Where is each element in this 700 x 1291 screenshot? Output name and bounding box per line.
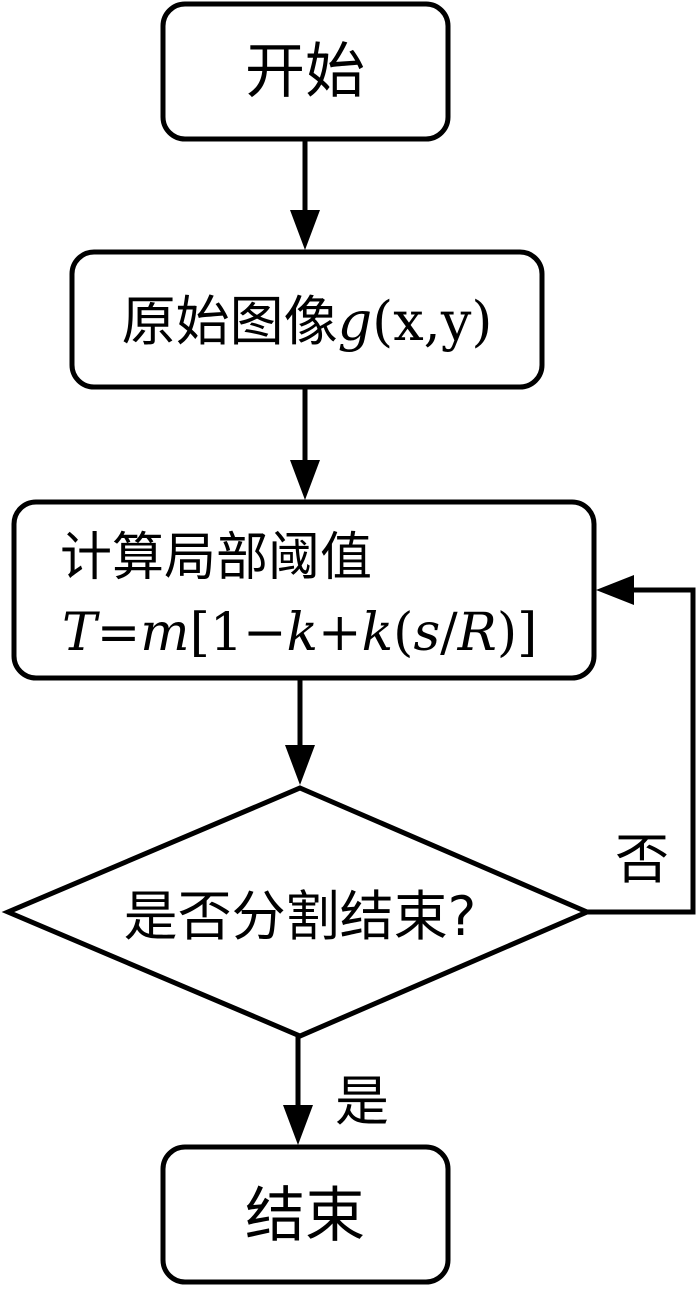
compute-node: 计算局部阈值 T=m[1−k+k(s/R)] xyxy=(11,499,597,681)
arrow-no-loop: 否 xyxy=(587,575,696,915)
arrow-input-to-compute xyxy=(290,387,320,500)
start-node: 开始 xyxy=(160,1,451,142)
input-args: (x,y) xyxy=(372,290,492,353)
arrow-compute-to-decision xyxy=(285,678,315,785)
start-label: 开始 xyxy=(245,37,365,107)
decision-label: 是否分割结束? xyxy=(124,885,477,948)
decision-node: 是否分割结束? xyxy=(1,785,594,1039)
input-func: g xyxy=(338,290,373,353)
compute-formula: T=m[1−k+k(s/R)] xyxy=(62,603,537,663)
end-label: 结束 xyxy=(245,1181,365,1251)
end-node: 结束 xyxy=(160,1144,451,1285)
compute-line1: 计算局部阈值 xyxy=(60,528,372,588)
no-label: 否 xyxy=(615,828,669,891)
svg-text:原始图像g(x,y): 原始图像g(x,y) xyxy=(122,290,493,353)
input-label: 原始图像 xyxy=(122,290,338,353)
yes-label: 是 xyxy=(335,1070,389,1133)
arrow-yes-to-end: 是 xyxy=(283,1036,389,1145)
arrow-start-to-input xyxy=(290,139,320,250)
input-node: 原始图像g(x,y) xyxy=(69,249,545,390)
